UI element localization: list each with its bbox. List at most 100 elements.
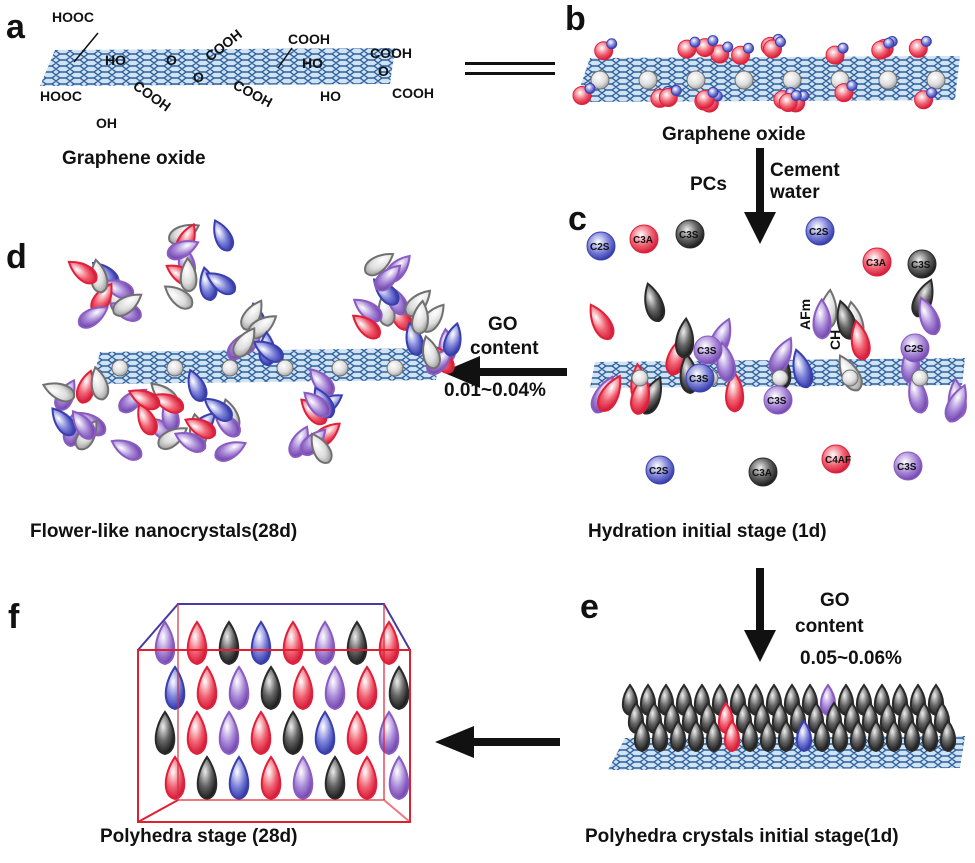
molecule-label: C3A (633, 235, 653, 246)
crystal-petal (163, 285, 194, 310)
atom-ball (837, 42, 849, 54)
crystal-petal (795, 719, 813, 753)
atom-ball (771, 369, 789, 387)
crystal-petal (250, 620, 272, 666)
group-label: O (193, 69, 204, 85)
crystal-petal (183, 418, 217, 440)
content-label: content (470, 338, 539, 359)
arrow-shaft (470, 738, 560, 746)
atom-ball (893, 451, 923, 481)
crystal-petal (908, 372, 929, 414)
crystal-petal (314, 620, 336, 666)
molecule-label: C3S (679, 230, 699, 241)
molecule-label: C4AF (825, 455, 851, 466)
crystal-petal (813, 719, 831, 753)
atom-ball (686, 70, 706, 90)
polyhedron-frame (137, 603, 411, 823)
crystal-petal (411, 299, 429, 335)
crystal-petal (232, 327, 256, 358)
panel-b: b Graphene oxide (565, 0, 960, 145)
arrow-c-to-d: GO content 0.01~0.04% (442, 314, 567, 401)
group-label: HO (320, 88, 341, 104)
crystal-petal (903, 719, 921, 753)
crystal-petal (164, 665, 186, 711)
crystal-petal (213, 218, 235, 252)
crystal-petal (675, 316, 695, 359)
crystal-petal (282, 710, 304, 756)
atom-ball (846, 80, 858, 92)
atom-ball (900, 333, 930, 363)
crystal-petal (921, 719, 939, 753)
crystal-petal (687, 719, 705, 753)
molecule-label: C3S (689, 374, 709, 385)
crystal-petal (633, 719, 651, 753)
crystal-petal (314, 710, 336, 756)
atom-ball (782, 70, 802, 90)
atom-ball (584, 82, 596, 94)
crystal-petal (166, 240, 200, 261)
atom-ball (734, 70, 754, 90)
crystal-petal (404, 289, 432, 317)
crystal-petal (303, 391, 331, 418)
crystal-petal (110, 439, 143, 461)
panel-a: a HOOC HO O COOH O COOH HO COOH O HOOC C… (6, 8, 434, 169)
go-content-range: 0.01~0.04% (444, 380, 546, 401)
crystal-petal (41, 382, 75, 403)
crystal-petal (324, 665, 346, 711)
crystal-petal (669, 719, 687, 753)
crystal-petal (346, 620, 368, 666)
panel-letter-a: a (6, 8, 26, 46)
arrow-shaft (756, 568, 764, 634)
crystal-petal (589, 303, 615, 340)
group-label: O (166, 52, 177, 68)
atom-ball (221, 359, 239, 377)
group-label: COOH (392, 85, 434, 101)
crystal-petal (885, 719, 903, 753)
equals-line (465, 62, 555, 65)
arrow-head (442, 356, 480, 388)
crystal-petal (292, 755, 314, 801)
arrow-head (744, 630, 776, 662)
crystal-petal (250, 710, 272, 756)
panel-d-caption: Flower-like nanocrystals(28d) (30, 521, 297, 542)
go-label: GO (820, 590, 850, 611)
group-label: HO (302, 55, 323, 71)
crystal-petal (252, 340, 284, 363)
crystal-petal (812, 297, 832, 340)
atom-ball (606, 38, 618, 50)
atom-ball (590, 70, 610, 90)
atom-ball (841, 369, 859, 387)
crystal-petal (741, 719, 759, 753)
crystal-petal (196, 665, 218, 711)
crystal-petal (944, 383, 967, 423)
atom-ball (707, 86, 719, 98)
go-content-range: 0.05~0.06% (800, 648, 902, 669)
crystal-petal (422, 334, 441, 370)
panel-letter-c: c (568, 200, 587, 238)
crystal-petal (218, 710, 240, 756)
atom-ball (907, 249, 937, 279)
crystal-petal (777, 719, 795, 753)
atom-ball (638, 70, 658, 90)
atom-ball (774, 36, 786, 48)
atom-ball (111, 359, 129, 377)
crystal-petal (154, 620, 176, 666)
go-label: GO (488, 314, 518, 335)
crystal-petal (356, 755, 378, 801)
crystal-petal (388, 755, 410, 801)
molecule-label: C2S (590, 242, 610, 253)
group-label: COOH (288, 31, 330, 47)
panel-a-caption: Graphene oxide (62, 148, 206, 169)
crystal-petal (186, 620, 208, 666)
atom-ball (331, 359, 349, 377)
arrow-shaft (756, 148, 764, 216)
crystal-petal (939, 719, 957, 753)
crystal-petal (324, 755, 346, 801)
atom-ball (689, 36, 701, 48)
crystal-petal (849, 719, 867, 753)
atom-ball (920, 35, 932, 47)
crystal-petal (388, 665, 410, 711)
crystal-petal (282, 620, 304, 666)
crystal-petal (792, 348, 814, 389)
